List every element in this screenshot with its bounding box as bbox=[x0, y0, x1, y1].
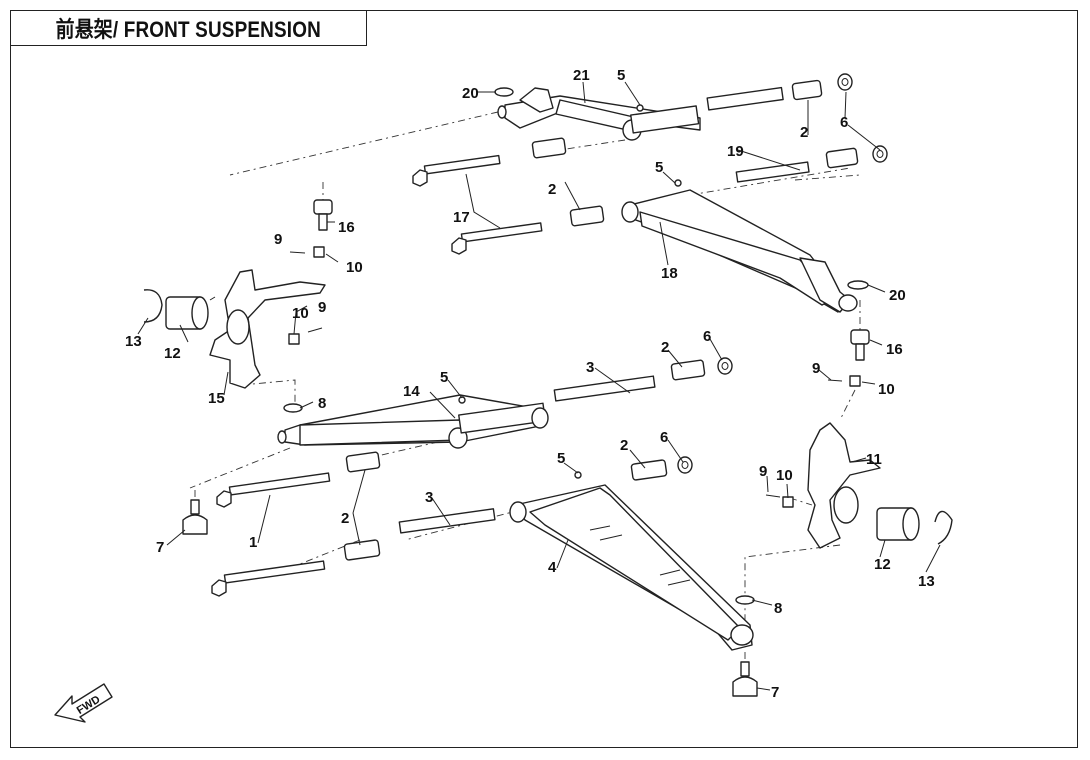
callout-15: 15 bbox=[208, 390, 225, 407]
callout-10b: 10 bbox=[292, 305, 309, 322]
lower-front-a-arm bbox=[509, 484, 754, 651]
callout-9d: 9 bbox=[759, 463, 767, 480]
callout-3b: 3 bbox=[425, 489, 433, 506]
lock-nuts bbox=[677, 73, 888, 474]
callout-5d: 5 bbox=[557, 450, 565, 467]
bearings-and-snap-rings bbox=[143, 289, 953, 545]
spacer-tubes bbox=[398, 86, 810, 534]
callout-18: 18 bbox=[661, 265, 678, 282]
callout-21: 21 bbox=[573, 67, 590, 84]
callout-5c: 5 bbox=[440, 369, 448, 386]
callout-2c: 2 bbox=[661, 339, 669, 356]
callout-20b: 20 bbox=[889, 287, 906, 304]
bushings bbox=[343, 79, 859, 561]
callout-6a: 6 bbox=[840, 114, 848, 131]
callout-13b: 13 bbox=[918, 573, 935, 590]
callout-12a: 12 bbox=[164, 345, 181, 362]
lower-rear-a-arm bbox=[277, 394, 549, 449]
page-title: 前悬架/ FRONT SUSPENSION bbox=[55, 17, 322, 42]
callout-2b: 2 bbox=[548, 181, 556, 198]
callout-10a: 10 bbox=[346, 259, 363, 276]
callout-14: 14 bbox=[403, 383, 420, 400]
callout-13a: 13 bbox=[125, 333, 142, 350]
part-callouts: 21 5 20 2 6 19 17 2 5 18 20 16 16 9 10 9… bbox=[125, 67, 935, 701]
leader-lines bbox=[137, 81, 941, 691]
callout-10c: 10 bbox=[878, 381, 895, 398]
callout-20a: 20 bbox=[462, 85, 479, 102]
callout-3a: 3 bbox=[586, 359, 594, 376]
callout-11: 11 bbox=[866, 451, 882, 468]
callout-4: 4 bbox=[548, 559, 557, 576]
callout-1: 1 bbox=[249, 534, 257, 551]
callout-16a: 16 bbox=[338, 219, 355, 236]
upper-front-a-arm bbox=[621, 189, 858, 313]
callout-2a: 2 bbox=[800, 124, 808, 141]
callout-5a: 5 bbox=[617, 67, 625, 84]
callout-8a: 8 bbox=[318, 395, 326, 412]
circlips bbox=[283, 87, 869, 605]
callout-2d: 2 bbox=[620, 437, 628, 454]
diagram-frame bbox=[10, 10, 1078, 748]
callout-9a: 9 bbox=[274, 231, 282, 248]
title-box: 前悬架/ FRONT SUSPENSION bbox=[10, 10, 367, 46]
callout-7b: 7 bbox=[771, 684, 779, 701]
fwd-arrow-icon: FWD bbox=[54, 683, 113, 723]
ball-joints bbox=[182, 199, 870, 697]
upper-rear-a-arm bbox=[497, 87, 701, 141]
steering-knuckles bbox=[209, 269, 881, 549]
callout-5b: 5 bbox=[655, 159, 663, 176]
callout-9b: 9 bbox=[318, 299, 326, 316]
callout-19: 19 bbox=[727, 143, 744, 160]
callout-12b: 12 bbox=[874, 556, 891, 573]
callout-2e: 2 bbox=[341, 510, 349, 527]
callout-7a: 7 bbox=[156, 539, 164, 556]
pivot-bolts bbox=[211, 154, 543, 597]
callout-10d: 10 bbox=[776, 467, 793, 484]
callout-17: 17 bbox=[453, 209, 470, 226]
callout-9c: 9 bbox=[812, 360, 820, 377]
callout-6c: 6 bbox=[660, 429, 668, 446]
callout-6b: 6 bbox=[703, 328, 711, 345]
callout-16b: 16 bbox=[886, 341, 903, 358]
assembly-lines bbox=[189, 111, 861, 662]
callout-8b: 8 bbox=[774, 600, 782, 617]
